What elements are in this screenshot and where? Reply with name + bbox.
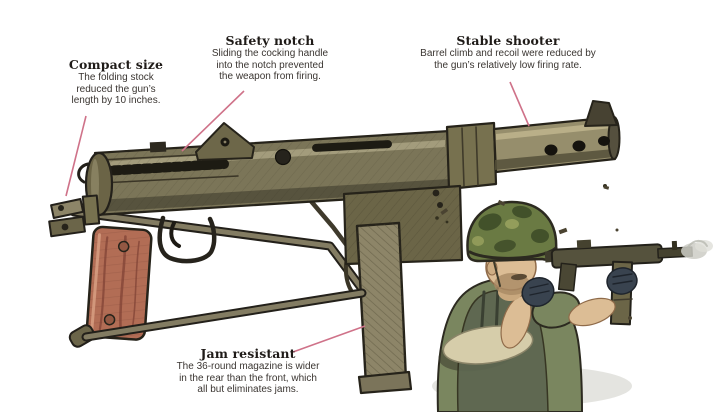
- leader-line-stable-shooter: [509, 81, 530, 127]
- helmet-chinstrap: [493, 261, 501, 287]
- callout-stable-shooter: Stable shooter Barrel climb and recoil w…: [406, 34, 610, 71]
- callout-title: Jam resistant: [200, 346, 296, 361]
- callout-text-line: the weapon from firing.: [219, 71, 321, 83]
- callout-title: Stable shooter: [456, 33, 560, 48]
- gun-illustration: [48, 100, 621, 395]
- leader-line-jam-resistant: [292, 325, 366, 353]
- gun-magazine-baseplate: [357, 370, 413, 395]
- gun-magazine: [355, 221, 413, 395]
- leader-line-compact-size: [65, 115, 87, 197]
- callout-compact-size: Compact size The folding stock reduced t…: [40, 58, 192, 107]
- gun-stock-lower-rod: [68, 288, 367, 348]
- callout-jam-resistant: Jam resistant The 36-round magazine is w…: [156, 347, 340, 396]
- gun-front-sight: [584, 100, 618, 127]
- callout-text-line: into the notch prevented: [216, 59, 324, 71]
- gun-rear-sight: [149, 141, 167, 153]
- gun-cocking-handle: [274, 148, 292, 166]
- callout-title: Safety notch: [225, 33, 315, 48]
- callout-text-line: Sliding the cocking handle: [211, 48, 329, 59]
- soldier-gloves: [521, 267, 638, 307]
- leader-lines: [65, 81, 530, 353]
- callout-text-line: in the rear than the front, which: [179, 372, 317, 384]
- callout-text-line: all but eliminates jams.: [197, 384, 299, 396]
- gun-pistol-grip: [85, 225, 153, 341]
- callout-safety-notch: Safety notch Sliding the cocking handle …: [192, 34, 348, 83]
- callout-title: Compact size: [68, 57, 164, 72]
- callout-text-line: the gun’s relatively low firing rate.: [434, 59, 582, 71]
- gun-stock-latch: [48, 194, 101, 238]
- callout-text-line: length by 10 inches.: [71, 95, 161, 107]
- soldier-illustration: [432, 185, 713, 412]
- muzzle-smoke: [681, 239, 713, 259]
- callout-text-line: The 36-round magazine is wider: [176, 361, 320, 372]
- leader-line-safety-notch: [181, 90, 245, 152]
- callout-text-line: The folding stock: [78, 72, 154, 83]
- soldier-extended-forearm: [568, 297, 616, 327]
- gun-barrel: [445, 100, 621, 191]
- callout-text-line: reduced the gun’s: [76, 83, 156, 95]
- gun-receiver: [93, 122, 452, 217]
- callout-text-line: Barrel climb and recoil were reduced by: [420, 48, 596, 59]
- soldier-helmet: [466, 200, 558, 287]
- shell-casings: [440, 185, 632, 320]
- gun-safety-notch-slots: [99, 159, 229, 176]
